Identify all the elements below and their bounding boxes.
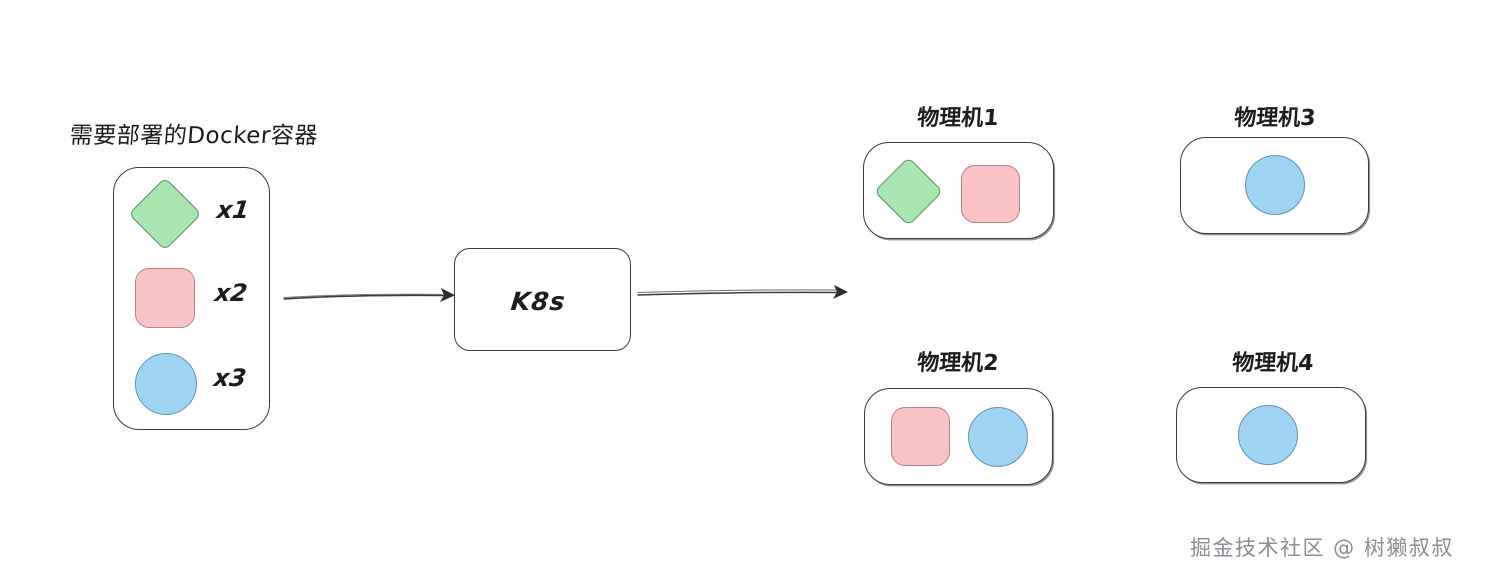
source-group-title: 需要部署的Docker容器 <box>68 123 319 149</box>
machine-2-shape-square <box>891 407 950 466</box>
machine-title-4: 物理机4 <box>1231 351 1315 376</box>
k8s-label: K8s <box>509 287 568 316</box>
machine-2-shape-circle <box>968 407 1028 467</box>
arrow-k8s-to-machines <box>637 285 848 299</box>
arrow-source-to-k8s <box>283 288 455 302</box>
source-count-label-2: x2 <box>213 279 249 307</box>
machine-4-shape-circle <box>1238 405 1298 465</box>
machine-title-2: 物理机2 <box>916 351 1000 376</box>
machine-title-3: 物理机3 <box>1233 106 1317 131</box>
k8s-box <box>454 248 631 351</box>
source-count-label-1: x1 <box>215 196 251 224</box>
source-shape-circle <box>135 353 197 415</box>
source-count-label-3: x3 <box>212 364 248 392</box>
source-shape-square <box>135 268 195 328</box>
machine-1-shape-square <box>961 165 1020 223</box>
machine-title-1: 物理机1 <box>916 106 1000 131</box>
machine-3-shape-circle <box>1245 155 1305 215</box>
watermark: 掘金技术社区 @ 树獭叔叔 <box>1190 536 1454 560</box>
